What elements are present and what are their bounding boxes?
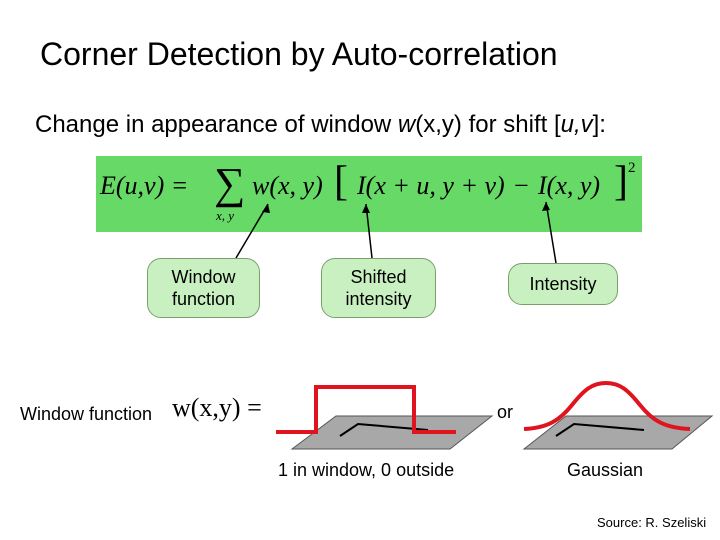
source-credit: Source: R. Szeliski xyxy=(597,515,707,530)
callout-shifted-line2: intensity xyxy=(345,289,412,309)
subtitle-prefix: Change in appearance of window xyxy=(35,111,398,138)
arrow-window xyxy=(235,203,269,259)
subtitle-uv: u,v xyxy=(560,111,593,138)
gaussian-window-mark xyxy=(555,422,645,437)
arrow-intensity xyxy=(545,201,557,264)
equation-shifted-term: I(x + u, y + v) xyxy=(357,171,505,200)
equation-sum: ∑ xyxy=(214,159,246,208)
box-caption: 1 in window, 0 outside xyxy=(278,460,455,480)
callout-shifted-line1: Shifted xyxy=(350,267,407,287)
equation-sum-subscript: x, y xyxy=(216,208,235,223)
equation-bracket-close: ] xyxy=(614,159,628,205)
gaussian-curve xyxy=(523,380,691,431)
window-function-expr: w(x,y) = xyxy=(172,393,262,422)
arrowhead-intensity xyxy=(542,202,550,211)
or-label: or xyxy=(497,402,514,422)
equation-lhs: E(u,v) = xyxy=(100,171,189,200)
gaussian-caption: Gaussian xyxy=(567,460,644,480)
arrowhead-window xyxy=(262,204,270,213)
equation-window-term: w(x, y) xyxy=(252,171,323,200)
window-function-label: Window function xyxy=(20,404,153,424)
slide-title: Corner Detection by Auto-correlation xyxy=(40,36,558,72)
callout-intensity: Intensity xyxy=(508,263,618,305)
subtitle-args: (x,y) xyxy=(415,111,462,138)
equation-box xyxy=(96,156,642,232)
slide-subtitle: Change in appearance of window w(x,y) fo… xyxy=(35,111,606,139)
equation-bracket-open: [ xyxy=(334,159,348,205)
box-plane xyxy=(290,415,494,450)
arrowhead-shifted xyxy=(362,204,370,213)
equation-power: 2 xyxy=(628,160,636,176)
box-window-curve xyxy=(276,385,456,434)
subtitle-w: w xyxy=(397,111,416,138)
equation-minus: − xyxy=(514,171,529,200)
box-window-mark xyxy=(339,422,429,437)
subtitle-middle: for shift [ xyxy=(461,111,561,138)
subtitle-suffix: ]: xyxy=(592,111,606,138)
equation-intensity-term: I(x, y) xyxy=(538,171,601,200)
callout-window-line2: function xyxy=(171,289,236,309)
callout-intensity-label: Intensity xyxy=(529,274,597,294)
callout-window-line1: Window xyxy=(171,267,236,287)
